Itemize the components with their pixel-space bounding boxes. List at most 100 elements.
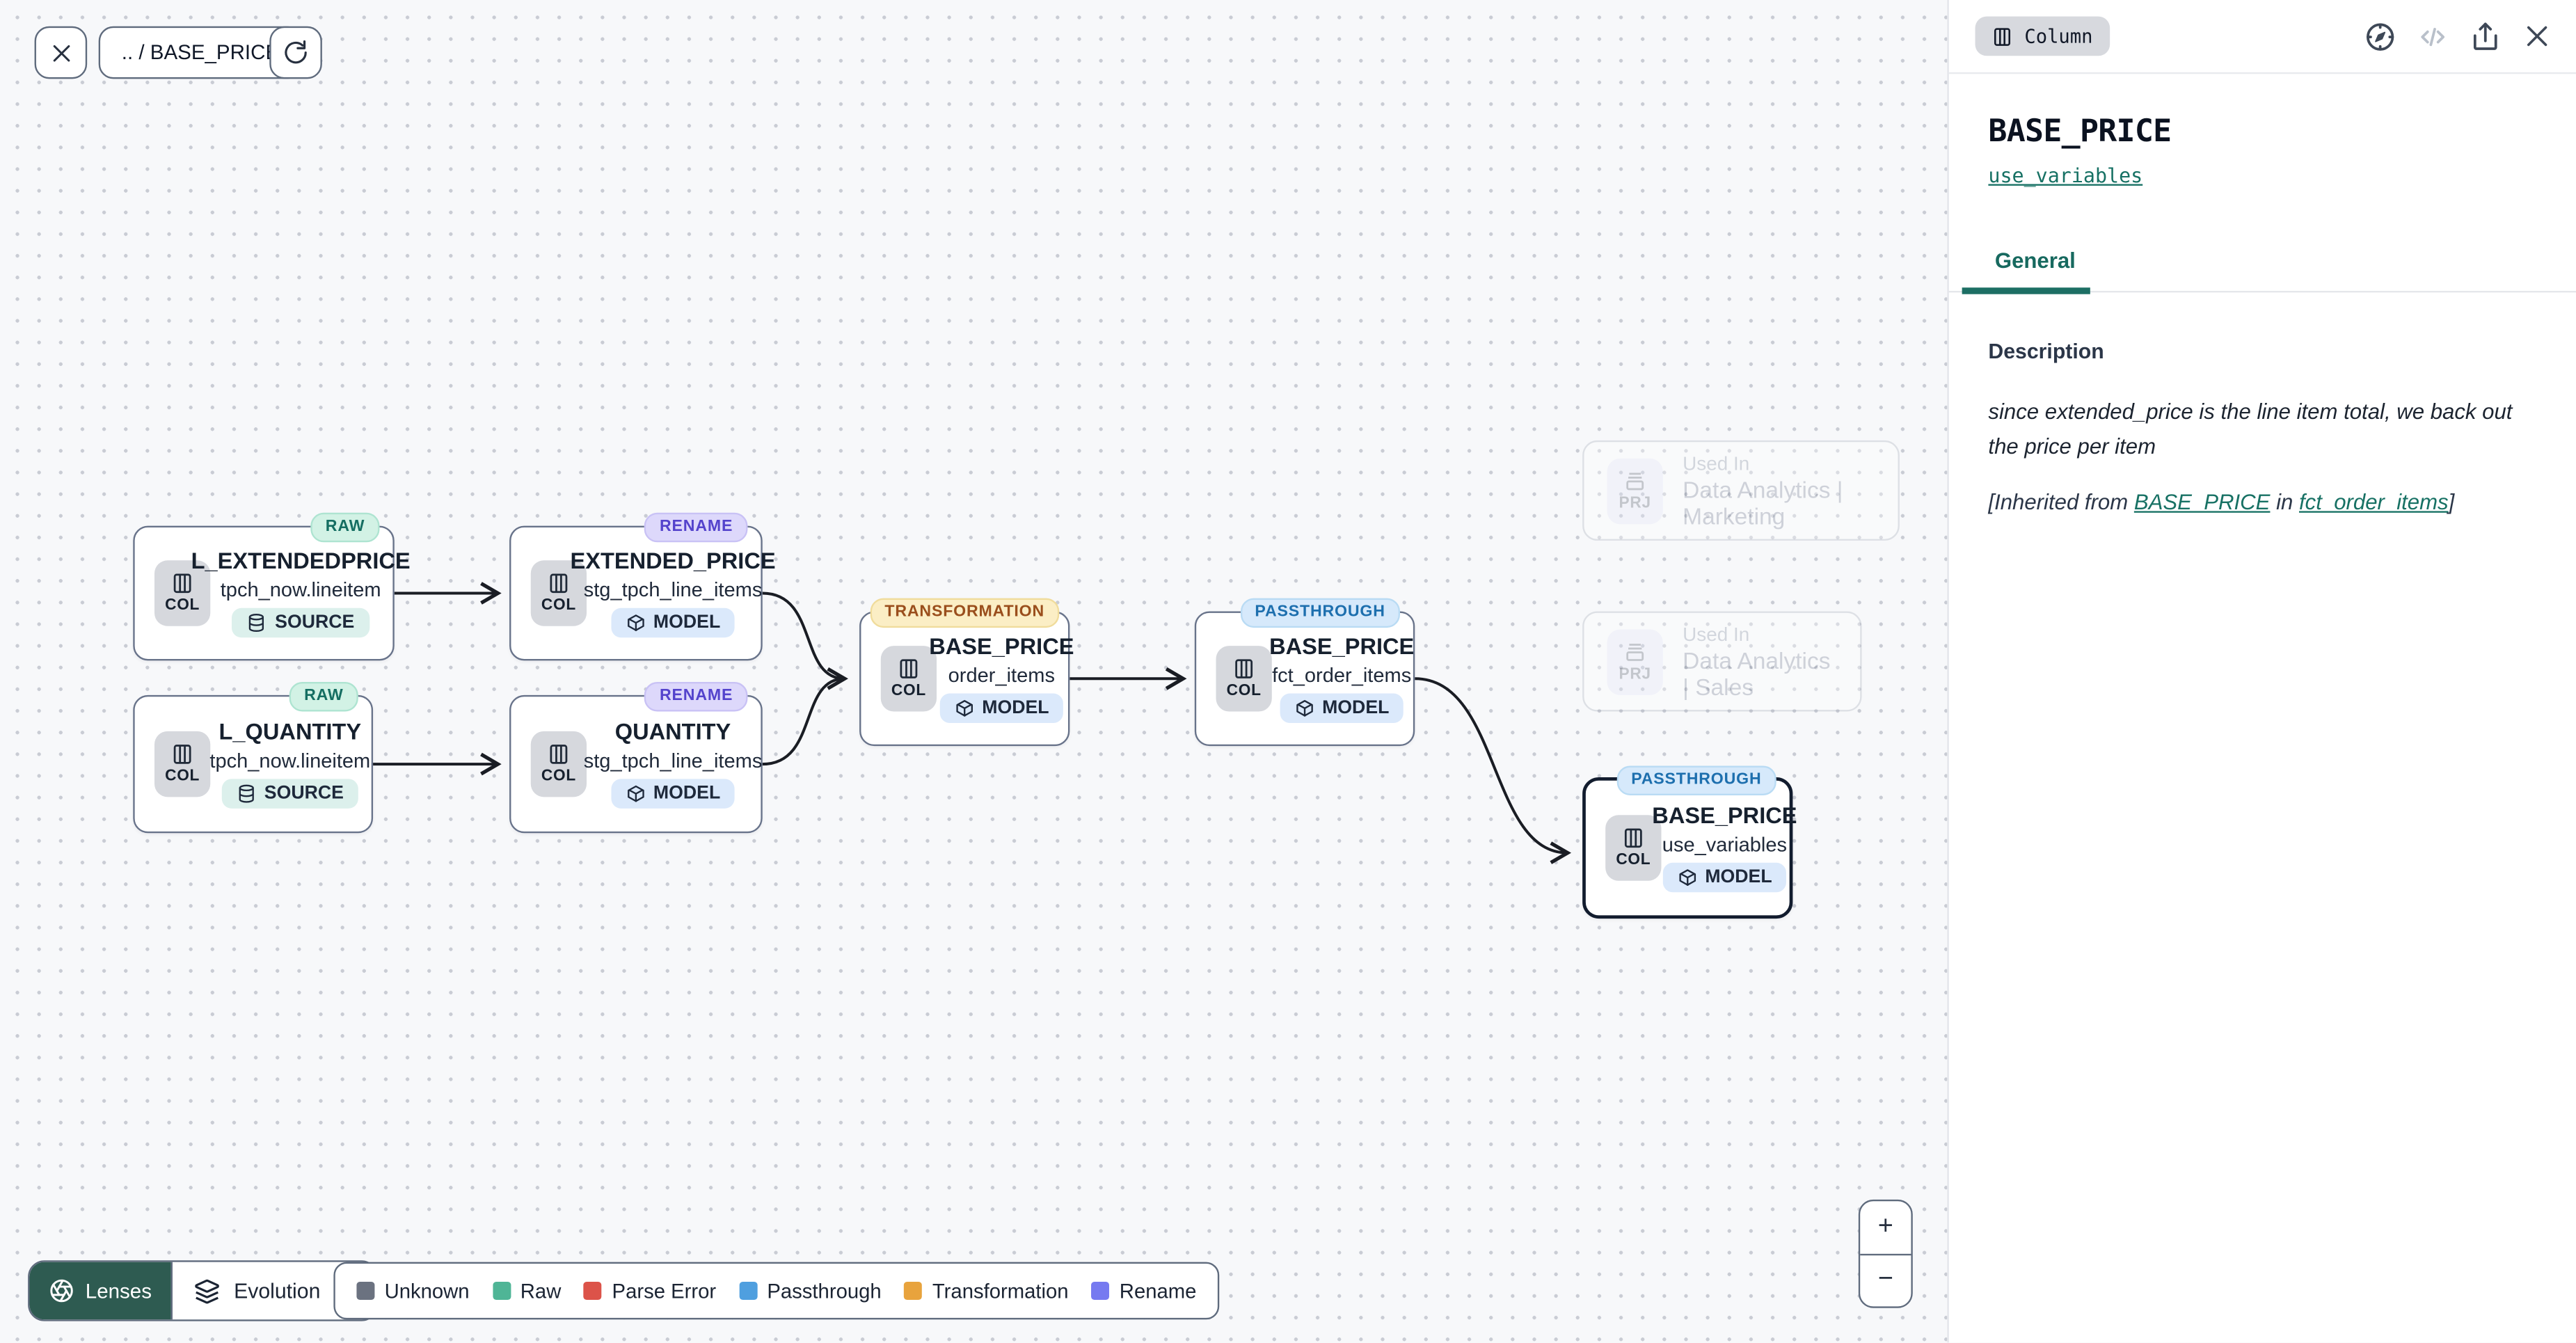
details-panel-body: BASE_PRICE use_variables General Descrip… [1948,74,2576,518]
column-type-block: COL [1216,646,1272,712]
node-subtitle: tpch_now.lineitem [209,749,371,772]
cube-icon [955,699,973,717]
compass-icon [2367,22,2394,50]
model-pill: MODEL [1662,862,1787,893]
legend-swatch [739,1281,758,1300]
lens-badge: RAW [310,511,380,543]
lenses-button[interactable]: Lenses [29,1262,172,1320]
columns-icon [173,745,191,764]
node-title: QUANTITY [614,720,731,745]
close-icon [52,44,70,61]
project-stack-icon [1626,642,1644,660]
edge [1415,677,1572,864]
legend-item: Rename [1091,1279,1196,1302]
layers-icon [196,1278,220,1303]
used-in-label: Used In [1683,451,1750,475]
share-button[interactable] [2470,21,2501,52]
columns-icon [173,573,191,594]
lineage-canvas[interactable]: .. / BASE_PRICE RAW COL L_EXTENDEDPRICE … [0,0,1948,1343]
node-subtitle: tpch_now.lineitem [220,578,381,602]
node-kind-label: PRJ [1619,493,1651,512]
view-code-button[interactable] [2417,21,2449,52]
model-pill: MODEL [939,693,1064,724]
details-panel-header: Column [1948,0,2576,74]
node-subtitle: fct_order_items [1272,664,1412,688]
share-icon [2473,22,2497,49]
column-type-block: COL [530,731,587,797]
description-text: since extended_price is the line item to… [1988,399,2513,459]
zoom-out-button[interactable]: − [1860,1255,1911,1306]
refresh-button[interactable] [269,26,322,79]
lens-selector-dropdown[interactable]: Evolution [171,1262,376,1320]
column-type-block: COL [154,560,211,626]
explore-button[interactable] [2364,21,2396,52]
source-pill: SOURCE [221,779,359,809]
node-subtitle: stg_tpch_line_items [583,749,763,772]
edge [762,677,845,766]
lens-badge: RENAME [644,511,748,543]
lens-legend: Unknown Raw Parse Error Passthrough Tran… [333,1262,1220,1320]
inherited-note: [Inherited from BASE_PRICE in fct_order_… [1988,486,2537,518]
legend-item: Passthrough [739,1279,882,1302]
model-pill: MODEL [610,779,736,809]
node-kind-label: PRJ [1619,665,1651,683]
node-subtitle: order_items [948,664,1056,688]
legend-item: Transformation [904,1279,1069,1303]
panel-actions [2364,21,2552,52]
pill-label: MODEL [1322,698,1390,718]
entity-type-badge: Column [1975,16,2110,56]
lens-badge: PASSTHROUGH [1616,765,1776,796]
pill-label: MODEL [653,784,721,804]
selected-lens-label: Evolution [234,1278,321,1303]
columns-icon [900,659,918,678]
breadcrumb[interactable]: .. / BASE_PRICE [98,26,303,79]
legend-item: Parse Error [584,1279,716,1302]
used-in-title: Data Analytics | Sales [1683,648,1831,701]
legend-label: Transformation [932,1279,1069,1303]
model-link[interactable]: use_variables [1988,164,2143,188]
database-icon [249,614,264,632]
node-subtitle: use_variables [1662,833,1788,857]
node-title: BASE_PRICE [1269,634,1415,659]
node-extended-price[interactable]: RENAME COL EXTENDED_PRICE stg_tpch_line_… [509,511,776,661]
zoom-in-button[interactable]: + [1860,1201,1911,1255]
node-base-price-fct-order-items[interactable]: PASSTHROUGH COL BASE_PRICE fct_order_ite… [1194,597,1415,747]
node-quantity[interactable]: RENAME COL QUANTITY stg_tpch_line_items … [509,681,763,834]
node-base-price-order-items[interactable]: TRANSFORMATION COL BASE_PRICE order_item… [859,597,1074,747]
tab-general[interactable]: General [1994,248,2076,273]
model-pill: MODEL [610,607,736,638]
cube-icon [1296,699,1312,717]
inherited-model-link[interactable]: fct_order_items [2298,489,2449,514]
legend-swatch [904,1281,923,1300]
node-l-quantity[interactable]: RAW COL L_QUANTITY tpch_now.lineitem SOU… [133,681,374,834]
pill-label: MODEL [1705,867,1772,888]
panel-title: BASE_PRICE [1988,113,2172,150]
column-type-block: COL [880,646,937,712]
column-type-block: COL [530,560,587,626]
legend-swatch [492,1281,511,1300]
node-l-extendedprice[interactable]: RAW COL L_EXTENDEDPRICE tpch_now.lineite… [133,511,411,661]
cube-icon [1678,869,1696,886]
refresh-icon [285,40,307,64]
edge [762,591,848,690]
ghost-node-used-in-sales[interactable]: PRJ Used In Data Analytics | Sales [1582,611,1862,712]
details-panel: Column BASE_PRICE use_variables [1947,0,2576,1343]
lens-badge: PASSTHROUGH [1240,597,1400,628]
project-stack-icon [1626,472,1644,490]
legend-label: Raw [520,1279,562,1303]
node-title: BASE_PRICE [929,634,1074,659]
legend-swatch [584,1281,603,1300]
close-panel-button[interactable] [2522,22,2552,51]
ghost-node-used-in-marketing[interactable]: PRJ Used In Data Analytics | Marketing [1582,440,1900,541]
node-base-price-use-variables-selected[interactable]: PASSTHROUGH COL BASE_PRICE use_variables… [1582,765,1797,919]
zoom-controls: + − [1858,1199,1913,1308]
inherited-suffix: ] [2448,489,2455,514]
node-kind-label: COL [541,767,576,786]
close-lineage-button[interactable] [34,26,88,79]
inherited-column-link[interactable]: BASE_PRICE [2133,489,2271,514]
node-kind-label: COL [541,596,576,615]
panel-tabs: General [1948,235,2576,294]
cube-icon [627,785,644,802]
node-kind-label: COL [1226,682,1262,700]
columns-icon [550,745,568,764]
